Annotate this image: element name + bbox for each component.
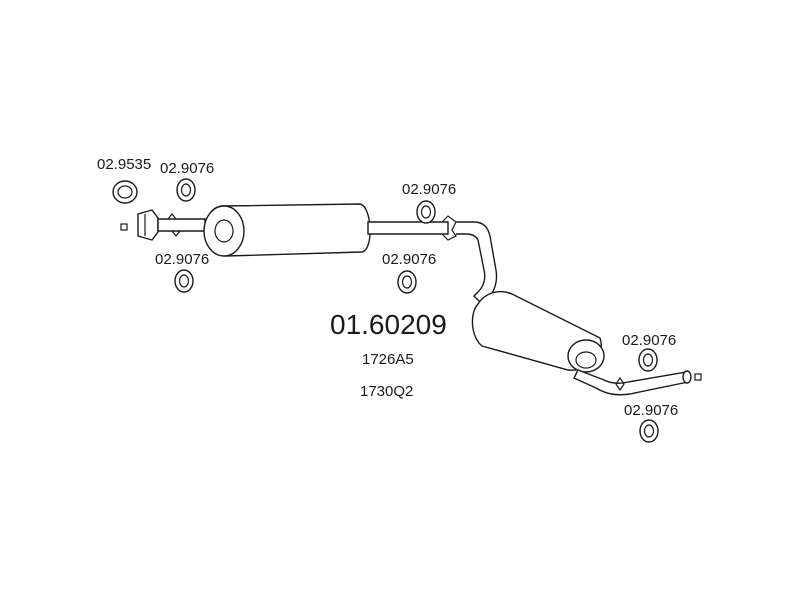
clamp-ring-1-icon bbox=[176, 178, 196, 202]
clamp-5-label: 02.9076 bbox=[622, 332, 676, 349]
clamp-4-label: 02.9076 bbox=[382, 251, 436, 268]
rear-muffler bbox=[471, 290, 605, 373]
gasket-front-label: 02.9535 bbox=[97, 156, 151, 173]
gasket-front-icon bbox=[112, 180, 138, 204]
main-part-number: 01.60209 bbox=[330, 309, 447, 340]
front-flange bbox=[120, 209, 159, 241]
clamp-3-label: 02.9076 bbox=[402, 181, 456, 198]
clamp-2-label: 02.9076 bbox=[155, 251, 209, 268]
mid-pipe bbox=[367, 215, 498, 305]
clamp-ring-2-icon bbox=[174, 269, 194, 293]
clamp-ring-5-icon bbox=[638, 348, 658, 372]
oem-ref-1: 1726A5 bbox=[362, 351, 414, 368]
front-pipe bbox=[157, 213, 206, 237]
clamp-ring-3-icon bbox=[416, 200, 436, 224]
oem-ref-2: 1730Q2 bbox=[360, 383, 413, 400]
clamp-ring-4-icon bbox=[397, 270, 417, 294]
tail-pipe bbox=[573, 369, 702, 396]
clamp-ring-6-icon bbox=[639, 419, 659, 443]
clamp-6-label: 02.9076 bbox=[624, 402, 678, 419]
clamp-1-label: 02.9076 bbox=[160, 160, 214, 177]
front-muffler bbox=[203, 203, 371, 257]
